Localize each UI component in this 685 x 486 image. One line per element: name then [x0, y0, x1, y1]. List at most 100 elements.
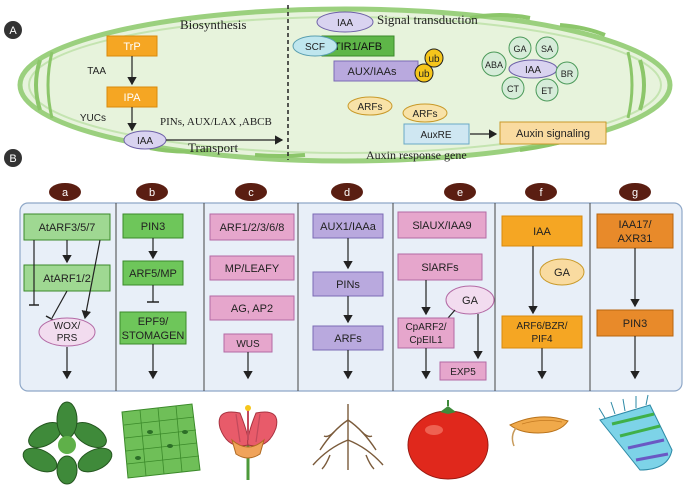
- col-b-box3-label-2: STOMAGEN: [122, 330, 185, 342]
- col-d-box3-label: ARFs: [334, 333, 362, 345]
- col-b-box2-label: ARF5/MP: [129, 268, 177, 280]
- col-a-box3-label-1: WOX/: [54, 321, 81, 332]
- et-circle: [535, 78, 559, 102]
- ct-circle: [501, 76, 525, 100]
- col-b-box3: [119, 311, 187, 345]
- col-b-tag: b: [149, 187, 155, 199]
- col-e-box2-label: SlARFs: [421, 262, 459, 274]
- auxiaas-label: AUX/IAAs: [348, 66, 397, 78]
- iaa-label-biosynthesis: IAA: [137, 136, 153, 147]
- col-g-box1-label-2: AXR31: [618, 233, 653, 245]
- trp-label: TrP: [123, 41, 140, 53]
- col-f-box2-label-2: PIF4: [531, 334, 553, 345]
- col-f-box2-label-1: ARF6/BZR/: [516, 321, 567, 332]
- col-f-box1-label: IAA: [533, 226, 551, 238]
- panel-b-label: B: [9, 153, 16, 165]
- ct-label: CT: [507, 84, 519, 94]
- yucs-label: YUCs: [80, 113, 106, 124]
- col-e-box1: [397, 211, 487, 239]
- col-b-box3-label-1: EPF9/: [138, 316, 170, 328]
- col-c-box2: [209, 255, 295, 281]
- br-label: BR: [561, 69, 574, 79]
- col-a-box1: [23, 213, 111, 241]
- auxin-signaling-box: [499, 121, 607, 145]
- col-f-tag: f: [539, 187, 543, 199]
- col-e-ga-ellipse: [445, 285, 495, 315]
- signal-title: Signal transduction: [377, 12, 478, 27]
- panel-a-label: A: [9, 25, 17, 37]
- col-e-box1-label: SlAUX/IAA9: [412, 220, 471, 232]
- arfs-ellipse-2: [402, 103, 448, 123]
- col-e-box3-label-1: CpARF2/: [405, 322, 446, 333]
- arfs-label-1: ARFs: [358, 102, 383, 113]
- col-c-box4-label: WUS: [236, 339, 260, 350]
- ub-label-1: ub: [428, 54, 440, 65]
- col-a-box2: [23, 264, 111, 292]
- response-gene-label: Auxin response gene: [366, 148, 467, 162]
- aba-circle: [481, 51, 507, 77]
- col-a-box1-label: AtARF3/5/7: [39, 222, 96, 234]
- scf-ellipse: [292, 35, 338, 57]
- seed-icon: [509, 416, 569, 447]
- col-f-box1: [501, 215, 583, 247]
- panel-a: A Biosynthesis TrP TAA IPA YUCs IAA PINs…: [4, 5, 673, 164]
- col-a-box2-label: AtARF1/2: [43, 273, 91, 285]
- col-e-ga-label: GA: [462, 295, 479, 307]
- ga-label: GA: [513, 44, 526, 54]
- ub-label-2: ub: [418, 69, 430, 80]
- col-b-box2: [122, 260, 184, 286]
- taa-label: TAA: [87, 66, 106, 77]
- col-d-box2: [312, 271, 384, 297]
- auxre-box: [403, 123, 470, 145]
- col-c-box1-label: ARF1/2/3/6/8: [220, 222, 285, 234]
- col-g-tag: g: [632, 187, 638, 199]
- col-e-box4: [439, 361, 487, 381]
- col-c-box2-label: MP/LEAFY: [225, 263, 280, 275]
- ub-circle-1: [424, 48, 444, 68]
- col-d-box2-label: PINs: [336, 279, 360, 291]
- col-e-box2: [397, 253, 483, 281]
- et-label: ET: [541, 86, 553, 96]
- col-f-ga-ellipse: [539, 258, 585, 286]
- ub-circle-2: [414, 63, 434, 83]
- col-a-box3-label-2: PRS: [57, 333, 78, 344]
- arfs-ellipse-1: [347, 96, 393, 116]
- col-b-box1-label: PIN3: [141, 221, 165, 233]
- root-icon: [312, 404, 384, 470]
- col-e-box3-label-2: CpEIL1: [409, 335, 443, 346]
- col-c-box3: [209, 295, 295, 321]
- flower-icon: [218, 405, 278, 480]
- sa-label: SA: [541, 44, 553, 54]
- ga-circle: [508, 36, 532, 60]
- scf-label: SCF: [305, 42, 325, 53]
- col-e-tag: e: [457, 187, 463, 199]
- iaa-ellipse-signal: [316, 11, 374, 33]
- arfs-label-2: ARFs: [413, 109, 438, 120]
- col-d-tag: d: [344, 187, 350, 199]
- col-g-box2-label: PIN3: [623, 318, 647, 330]
- col-c-tag: c: [248, 187, 254, 199]
- col-e-box4-label: EXP5: [450, 367, 476, 378]
- auxre-label: AuxRE: [420, 130, 451, 141]
- col-d-box1-label: AUX1/IAAa: [320, 221, 377, 233]
- tir1-label: TIR1/AFB: [334, 41, 382, 53]
- hormone-crosstalk: IAA GA SA ABA BR CT ET: [481, 36, 579, 102]
- transport-carriers: PINs, AUX/LAX ,ABCB: [160, 116, 272, 128]
- crosstalk-iaa-label: IAA: [525, 65, 541, 76]
- col-g-box2: [596, 309, 674, 337]
- col-a-tag: a: [62, 187, 69, 199]
- rosette-plant-icon: [22, 401, 113, 485]
- sa-circle: [535, 36, 559, 60]
- col-c-box3-label: AG, AP2: [231, 303, 273, 315]
- auxin-signaling-label: Auxin signaling: [516, 128, 590, 140]
- leaf-epidermis-icon: [121, 403, 201, 479]
- col-g-box1-label-1: IAA17/: [618, 219, 652, 231]
- col-f-box2: [501, 315, 583, 349]
- br-circle: [555, 61, 579, 85]
- panel-b: B a b c d e f g AtARF3/5/7 AtARF1/2: [4, 149, 683, 392]
- col-c-box1: [209, 213, 295, 241]
- biosynthesis-title: Biosynthesis: [180, 17, 246, 32]
- aba-label: ABA: [485, 60, 503, 70]
- col-f-ga-label: GA: [554, 267, 571, 279]
